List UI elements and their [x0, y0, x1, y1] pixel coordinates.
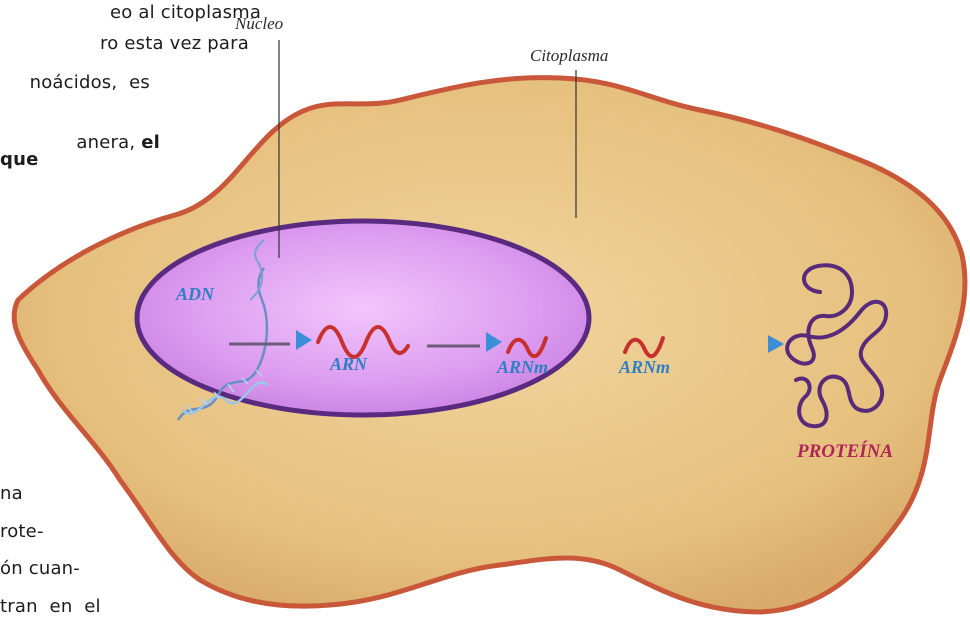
nucleus-label: Núcleo	[235, 14, 283, 34]
mrna-outside-label: ARNm	[619, 357, 670, 378]
cytoplasm-label: Citoplasma	[530, 46, 608, 66]
nucleus	[137, 221, 589, 415]
protein-label: PROTEÍNA	[797, 441, 893, 463]
rna-label: ARN	[330, 354, 367, 375]
mrna-inside-label: ARNm	[497, 357, 548, 378]
dna-label: ADN	[176, 284, 214, 305]
